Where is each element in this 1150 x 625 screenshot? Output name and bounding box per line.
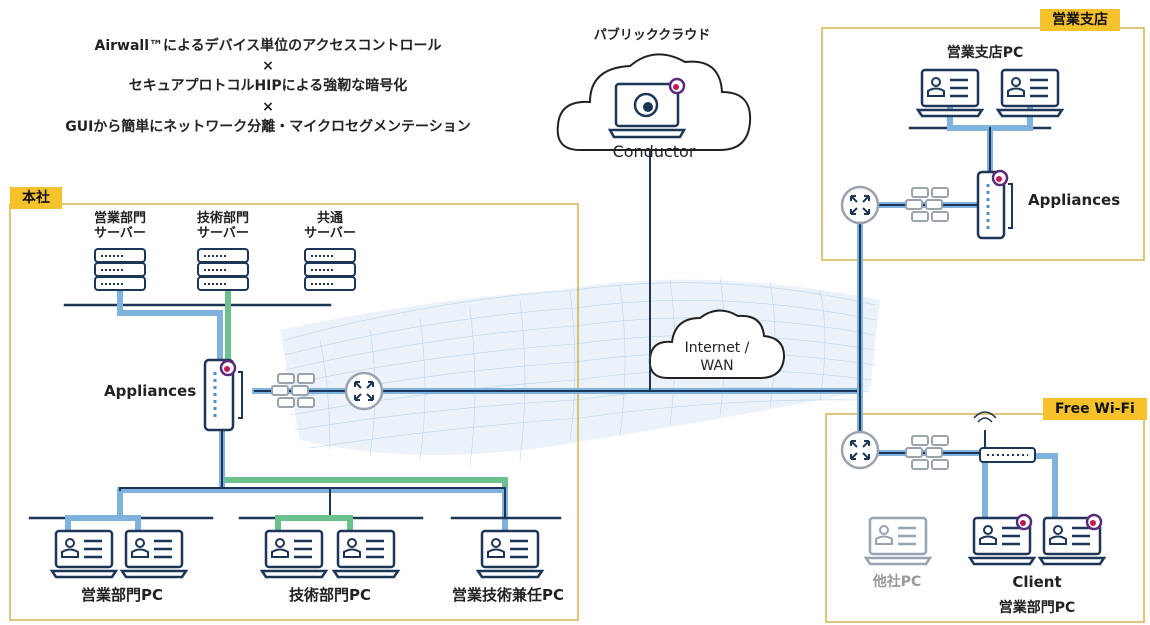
tech-server-label: 技術部門 サーバー xyxy=(196,211,250,242)
hq-dual-role-pc-icon xyxy=(476,529,544,579)
tech-server-icon xyxy=(197,248,249,291)
hq-firewall-icon xyxy=(271,373,315,408)
hq-tech-pc-1-icon xyxy=(260,529,328,579)
shared-server-label-line-1: 共通 xyxy=(316,211,343,226)
sales-server-label: 営業部門 サーバー xyxy=(93,211,147,242)
conductor-label: Conductor xyxy=(612,142,696,161)
hq-dual-role-pc-label: 営業技術兼任PC xyxy=(451,586,565,604)
client-pc-2-icon xyxy=(1038,513,1106,566)
wifi-box xyxy=(825,413,1145,623)
branch-box xyxy=(821,27,1145,261)
sales-server-label-line-2: サーバー xyxy=(94,225,146,241)
hq-sales-pc-1-icon xyxy=(50,529,118,579)
branch-router-icon xyxy=(840,185,880,225)
hq-tech-pc-2-icon xyxy=(332,529,400,579)
tech-server-label-line-1: 技術部門 xyxy=(196,211,250,226)
headline-line-2: セキュアプロトコルHIPによる強靭な暗号化 xyxy=(128,78,408,94)
tech-server-label-line-2: サーバー xyxy=(197,225,249,241)
branch-appliance-icon xyxy=(976,169,1013,240)
client-pc-1-icon xyxy=(968,513,1036,566)
branch-appliances-label: Appliances xyxy=(1028,191,1121,209)
internet-label-line-1: Internet / xyxy=(684,340,750,356)
wan-mesh xyxy=(280,277,880,466)
cloud-title: パブリッククラウド xyxy=(593,28,711,43)
other-company-pc-label: 他社PC xyxy=(872,574,922,590)
wifi-access-point-icon xyxy=(973,411,1036,463)
hq-appliances-label: Appliances xyxy=(104,382,197,400)
hq-appliance-icon xyxy=(203,358,243,432)
hq-router-icon xyxy=(344,371,384,411)
branch-tag: 営業支店 xyxy=(1040,9,1120,31)
conductor-laptop-icon xyxy=(607,77,687,139)
other-company-pc-icon xyxy=(864,516,932,566)
branch-pc-1-icon xyxy=(916,68,984,118)
headline-line-1: Airwall™によるデバイス単位のアクセスコントロール xyxy=(94,38,442,54)
shared-server-label-line-2: サーバー xyxy=(304,225,356,241)
hq-sales-pc-label: 営業部門PC xyxy=(80,586,164,604)
headline-times-1: × xyxy=(262,58,274,74)
wifi-router-icon xyxy=(840,430,880,470)
wifi-firewall-icon xyxy=(905,435,949,470)
sales-server-icon xyxy=(94,248,146,291)
shared-server-icon xyxy=(304,248,356,291)
wifi-sales-pc-label: 営業部門PC xyxy=(998,600,1076,616)
shared-server-label: 共通 サーバー xyxy=(304,211,356,242)
hq-box xyxy=(9,203,579,621)
hq-sales-pc-2-icon xyxy=(120,529,188,579)
branch-firewall-icon xyxy=(905,187,949,222)
branch-pc-2-icon xyxy=(996,68,1064,118)
branch-pc-label: 営業支店PC xyxy=(946,45,1024,61)
sales-server-label-line-1: 営業部門 xyxy=(93,211,147,226)
hq-tech-pc-label: 技術部門PC xyxy=(288,586,372,604)
hq-tag: 本社 xyxy=(10,187,62,209)
client-label: Client xyxy=(1012,573,1062,591)
headline-line-3: GUIから簡単にネットワーク分離・マイクロセグメンテーション xyxy=(65,119,471,135)
wifi-tag: Free Wi-Fi xyxy=(1043,398,1147,420)
internet-label-line-2: WAN xyxy=(700,358,734,374)
headline-times-2: × xyxy=(262,99,274,115)
